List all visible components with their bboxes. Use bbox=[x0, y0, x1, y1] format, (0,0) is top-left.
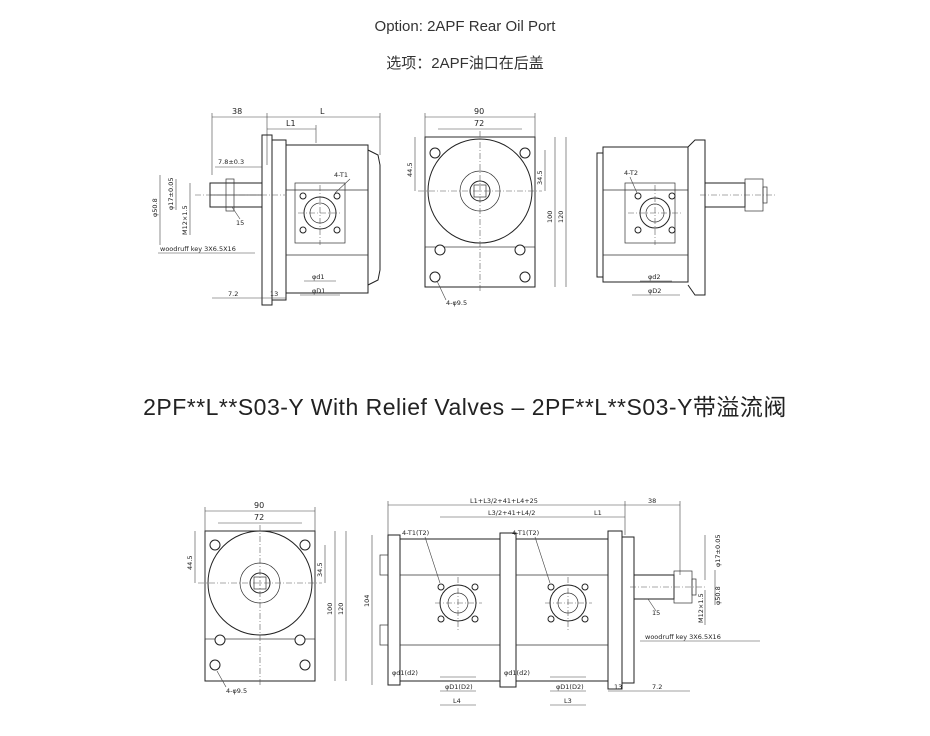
lower-woodruff-key: woodruff key 3X6.5X16 bbox=[645, 633, 721, 641]
dim-shaft-length: 7.8±0.3 bbox=[218, 158, 244, 166]
lower-dim-bore: φ50.8 bbox=[714, 586, 722, 605]
lower-front-dim-72: 72 bbox=[254, 513, 264, 522]
front-holes: 4-φ9.5 bbox=[446, 299, 467, 307]
rear-view: 4-T2 φd2 φD2 bbox=[596, 139, 775, 296]
lower-dim-15: 15 bbox=[652, 609, 660, 617]
dim-bore: φ50.8 bbox=[151, 198, 159, 217]
port-a-d: φd1(d2) bbox=[392, 669, 418, 677]
front-dim-44-5: 44.5 bbox=[406, 163, 414, 177]
side-view-lower: L1+L3/2+41+L4+25 38 L3/2+41+L4/2 L1 104 bbox=[363, 497, 760, 706]
lower-front-dim-120: 120 bbox=[337, 603, 345, 615]
dim-L: L bbox=[320, 107, 325, 116]
port-a-length: L4 bbox=[453, 697, 461, 705]
front-view: 90 72 44.5 34.5 100 120 4-φ9.5 bbox=[406, 107, 567, 307]
dim-13: 13 bbox=[270, 290, 278, 298]
option-caption-en: Option: 2APF Rear Oil Port bbox=[374, 18, 556, 35]
front-dim-90: 90 bbox=[474, 107, 484, 116]
rear-dim-4-t2: 4-T2 bbox=[624, 169, 638, 177]
section-heading: 2PF**L**S03-Y With Relief Valves – 2PF**… bbox=[143, 394, 787, 420]
lower-dim-L1: L1 bbox=[594, 509, 602, 517]
lower-front-dim-44-5: 44.5 bbox=[186, 556, 194, 570]
lower-dim-m12: M12×1.5 bbox=[697, 593, 705, 623]
lower-dim-7-2: 7.2 bbox=[652, 683, 662, 691]
woodruff-key: woodruff key 3X6.5X16 bbox=[160, 245, 236, 253]
port-a-D: φD1(D2) bbox=[445, 683, 473, 691]
rear-port-pump-drawing: 38 L L1 4-T1 7.8±0.3 15 φ50 bbox=[151, 107, 775, 307]
lower-front-dim-34-5: 34.5 bbox=[316, 563, 324, 577]
front-dim-34-5: 34.5 bbox=[536, 171, 544, 185]
front-dim-120: 120 bbox=[557, 211, 565, 223]
lower-dim-38: 38 bbox=[648, 497, 656, 505]
rear-dim-d2: φd2 bbox=[648, 273, 661, 281]
dim-total-length: L1+L3/2+41+L4+25 bbox=[470, 497, 538, 505]
dim-m12: M12×1.5 bbox=[181, 205, 189, 235]
thread-b: 4-T1(T2) bbox=[512, 529, 539, 537]
lower-front-dim-100: 100 bbox=[326, 603, 334, 615]
relief-valve-pump-drawing: 90 72 44.5 34.5 100 120 4-φ9.5 L1+L3/2+4… bbox=[186, 497, 760, 706]
lower-front-dim-90: 90 bbox=[254, 501, 264, 510]
port-b-d: φd1(d2) bbox=[504, 669, 530, 677]
option-caption-cn: 选项：2APF油口在后盖 bbox=[386, 55, 544, 72]
dim-7-2: 7.2 bbox=[228, 290, 238, 298]
port-b-D: φD1(D2) bbox=[556, 683, 584, 691]
lower-dim-13: 13 bbox=[614, 683, 622, 691]
thread-a: 4-T1(T2) bbox=[402, 529, 429, 537]
dim-D1: φD1 bbox=[312, 287, 325, 295]
dim-d17: φ17±0.05 bbox=[167, 178, 175, 210]
lower-dim-d17: φ17±0.05 bbox=[714, 535, 722, 567]
dim-d1: φd1 bbox=[312, 273, 325, 281]
dim-38: 38 bbox=[232, 107, 242, 116]
dim-104: 104 bbox=[363, 595, 371, 607]
front-dim-100: 100 bbox=[546, 211, 554, 223]
dim-15: 15 bbox=[236, 219, 244, 227]
dim-L1: L1 bbox=[286, 119, 296, 128]
front-view-lower: 90 72 44.5 34.5 100 120 4-φ9.5 bbox=[186, 501, 347, 695]
rear-dim-D2: φD2 bbox=[648, 287, 661, 295]
port-b-length: L3 bbox=[564, 697, 572, 705]
dim-mid-length: L3/2+41+L4/2 bbox=[488, 509, 535, 517]
dim-4-t1: 4-T1 bbox=[334, 171, 348, 179]
side-view: 38 L L1 4-T1 7.8±0.3 15 φ50 bbox=[151, 107, 381, 306]
front-dim-72: 72 bbox=[474, 119, 484, 128]
lower-front-holes: 4-φ9.5 bbox=[226, 687, 247, 695]
